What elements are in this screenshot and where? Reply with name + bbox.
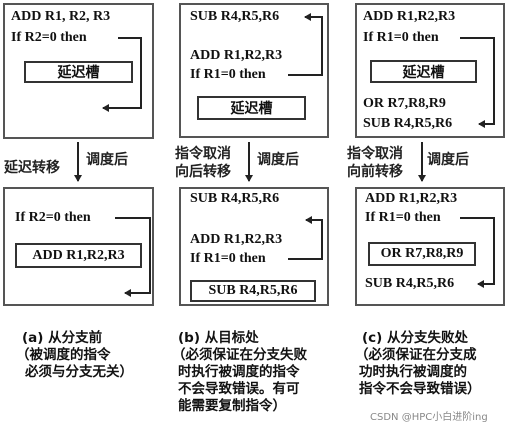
panel-b-transition-left-label-line1: 指令取消 [175, 146, 231, 162]
panel-b-before-line3: If R1=0 then [190, 67, 266, 82]
panel-c-after-line3: SUB R4,R5,R6 [365, 276, 455, 291]
panel-a-before-line2: If R2=0 then [11, 30, 87, 45]
panel-c-before-box [355, 3, 505, 138]
panel-b-caption-line2: （必须保证在分支失败 [172, 347, 307, 363]
panel-c-before-line3: OR R7,R8,R9 [363, 96, 446, 111]
panel-a-delay-slot: 延迟槽 [24, 61, 133, 83]
panel-c-after-branch-arrow [460, 217, 495, 288]
panel-b-caption-line5: 能需要复制指令） [178, 398, 286, 414]
panel-c-caption-line3: 功时执行被调度的 [359, 364, 467, 380]
panel-b-after-box [179, 187, 329, 306]
panel-c-caption-line4: 指令不会导致错误） [359, 381, 481, 397]
panel-c-before-line4: SUB R4,R5,R6 [363, 116, 453, 131]
panel-a-caption-line1: (a) 从分支前 [22, 330, 103, 346]
panel-c-after-box [355, 187, 505, 306]
panel-a-after-line1: If R2=0 then [15, 210, 91, 225]
panel-b-after-slot: SUB R4,R5,R6 [190, 280, 316, 302]
panel-c-after-line2: If R1=0 then [365, 210, 441, 225]
panel-b-caption-line4: 不会导致错误。有可 [178, 381, 300, 397]
panel-c-transition-left-label-line1: 指令取消 [347, 146, 403, 162]
panel-a-caption-line2: （被调度的指令 [16, 347, 111, 363]
panel-b-before-line2: ADD R1,R2,R3 [190, 48, 283, 63]
panel-c-before-line1: ADD R1,R2,R3 [363, 9, 456, 24]
panel-a-transition-right-label: 调度后 [86, 152, 128, 168]
panel-c-branch-arrow [460, 37, 495, 128]
panel-b-transition-right-label: 调度后 [257, 152, 299, 168]
panel-b-before-line1: SUB R4,R5,R6 [190, 9, 280, 24]
panel-b-after-line1: SUB R4,R5,R6 [190, 191, 280, 206]
panel-b-transition-left-label-line2: 向后转移 [175, 164, 231, 180]
panel-b-after-line3: If R1=0 then [190, 251, 266, 266]
panel-a-before-line1: ADD R1, R2, R3 [11, 9, 111, 24]
panel-c-delay-slot: 延迟槽 [370, 60, 477, 83]
panel-a-branch-arrow [102, 37, 142, 112]
panel-c-transition-left-label-line2: 向前转移 [347, 164, 403, 180]
panel-a-after-slot: ADD R1,R2,R3 [15, 243, 142, 268]
panel-b-branch-arrow [288, 13, 323, 76]
panel-a-after-box [3, 187, 154, 306]
panel-c-caption-line1: (c) 从分支失败处 [362, 330, 469, 346]
panel-b-delay-slot: 延迟槽 [197, 96, 306, 120]
panel-a-before-box [3, 3, 154, 139]
panel-c-caption-line2: （必须保证在分支成 [355, 347, 477, 363]
panel-c-after-line1: ADD R1,R2,R3 [365, 191, 458, 206]
panel-c-transition-right-label: 调度后 [427, 152, 469, 168]
panel-a-caption-line3: 必须与分支无关） [25, 364, 133, 380]
panel-b-caption-line1: (b) 从目标处 [178, 330, 259, 346]
panel-c-after-slot: OR R7,R8,R9 [368, 242, 476, 266]
panel-b-after-branch-arrow [288, 216, 323, 260]
panel-a-after-branch-arrow [115, 217, 151, 297]
watermark: CSDN @HPC小白进阶ing [370, 412, 488, 423]
panel-b-caption-line3: 时执行被调度的指令 [178, 364, 300, 380]
panel-a-transition-left-label: 延迟转移 [4, 160, 60, 176]
panel-c-before-line2: If R1=0 then [363, 30, 439, 45]
panel-b-after-line2: ADD R1,R2,R3 [190, 232, 283, 247]
